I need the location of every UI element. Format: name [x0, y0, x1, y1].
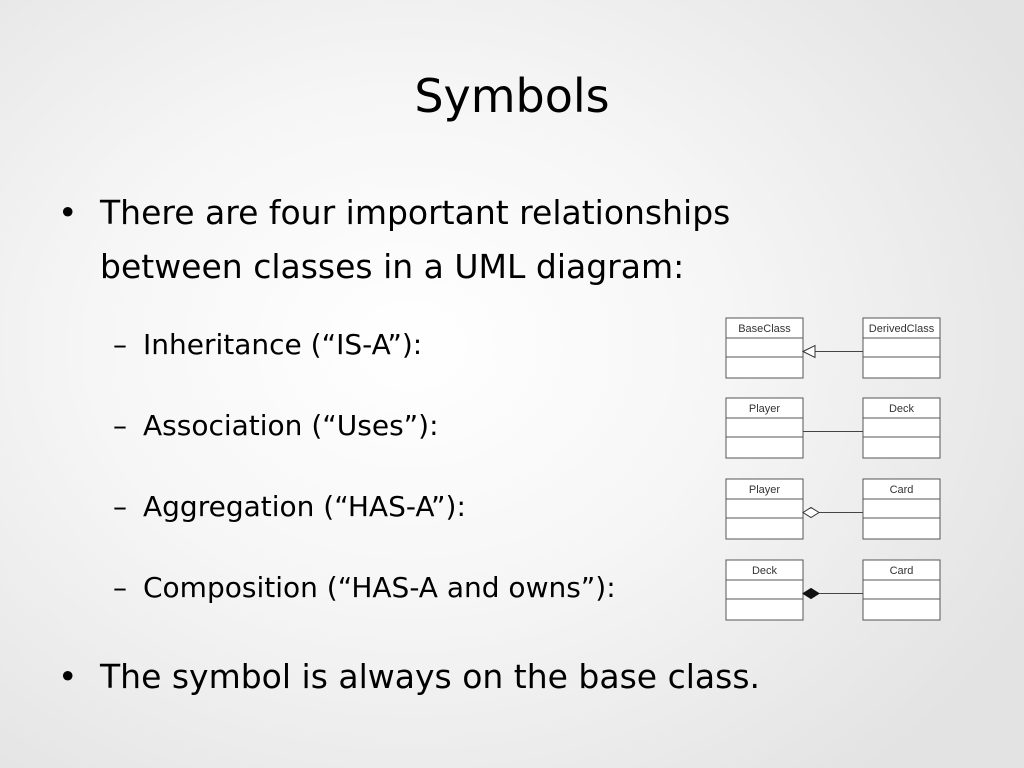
sub-bullet-label: Association (“Uses”): — [143, 409, 439, 442]
uml-class-player-name: Player — [749, 484, 781, 496]
uml-class-deck-name: Deck — [889, 403, 915, 415]
uml-class-card-name: Card — [890, 565, 914, 577]
uml-class-player-box — [725, 478, 804, 540]
sub-bullet-label: Aggregation (“HAS-A”): — [143, 490, 466, 523]
uml-class-baseclass-box — [725, 317, 804, 379]
uml-class-baseclass-name: BaseClass — [738, 323, 791, 335]
bullet-relationships-intro: • There are four important relationships… — [58, 189, 878, 299]
dash-glyph: – — [113, 409, 127, 442]
uml-class-card-name: Card — [890, 484, 914, 496]
sub-bullet-inheritance: –Inheritance (“IS-A”): — [113, 325, 422, 365]
sub-bullet-label: Composition (“HAS-A and owns”): — [143, 571, 616, 604]
bullet-text-line-1: The symbol is always on the base class. — [100, 657, 760, 696]
bullet-symbol-base-class: • The symbol is always on the base class… — [58, 653, 878, 703]
sub-bullet-aggregation: –Aggregation (“HAS-A”): — [113, 487, 466, 527]
uml-class-player-box — [725, 397, 804, 459]
bullet-text-line-2: between classes in a UML diagram: — [100, 247, 685, 286]
dash-glyph: – — [113, 490, 127, 523]
uml-class-card-box — [862, 559, 941, 621]
uml-class-player-name: Player — [749, 403, 781, 415]
slide-title: Symbols — [414, 69, 610, 123]
uml-class-deck-name: Deck — [752, 565, 778, 577]
uml-class-deck-box — [725, 559, 804, 621]
dash-glyph: – — [113, 328, 127, 361]
bullet-dot: • — [58, 193, 78, 232]
aggregation-diamond-icon — [802, 506, 820, 519]
uml-class-derivedclass-box — [862, 317, 941, 379]
uml-class-deck-box — [862, 397, 941, 459]
uml-class-card-box — [862, 478, 941, 540]
sub-bullet-composition: –Composition (“HAS-A and owns”): — [113, 568, 616, 608]
dash-glyph: – — [113, 571, 127, 604]
bullet-text-line-1: There are four important relationships — [100, 193, 731, 232]
inheritance-triangle-icon — [801, 344, 816, 359]
composition-diamond-icon — [802, 587, 820, 600]
sub-bullet-association: –Association (“Uses”): — [113, 406, 439, 446]
bullet-dot: • — [58, 657, 78, 696]
uml-class-derivedclass-name: DerivedClass — [869, 323, 935, 335]
sub-bullet-label: Inheritance (“IS-A”): — [143, 328, 423, 361]
